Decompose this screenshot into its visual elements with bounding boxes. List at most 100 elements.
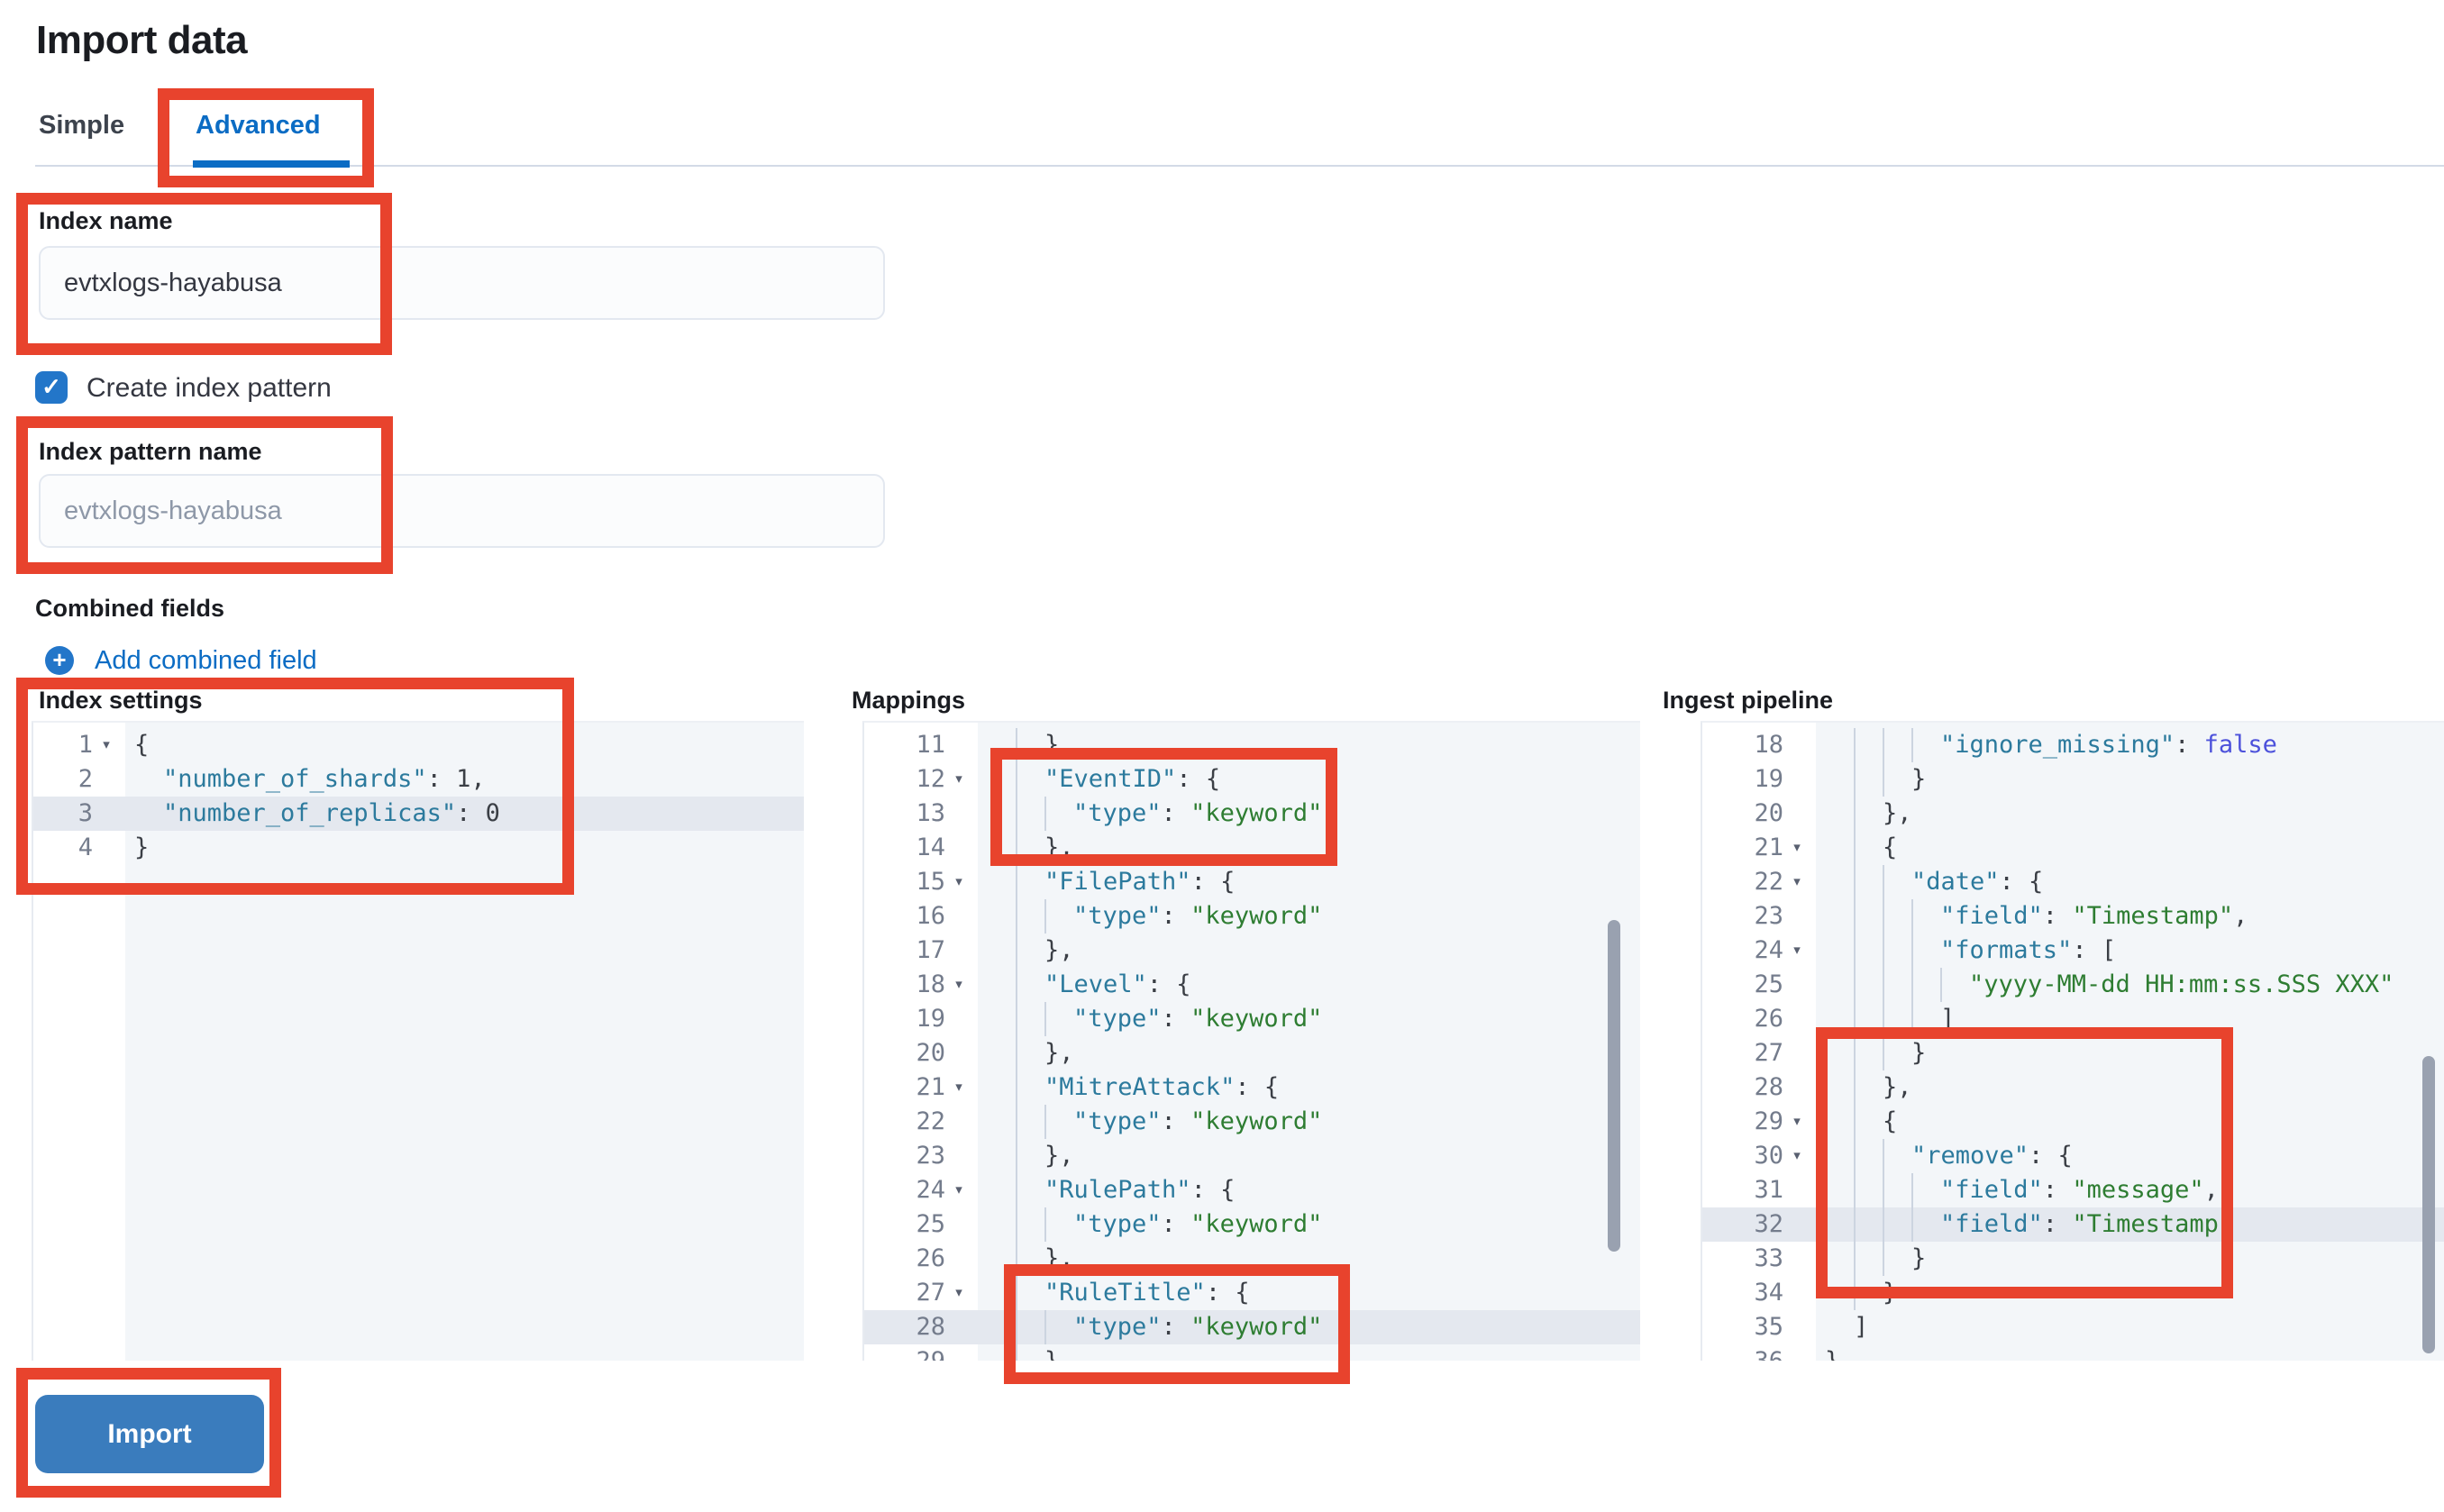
code-text: "number_of_replicas": 0 (120, 797, 804, 831)
code-line: 18▾"Level": { (864, 968, 1640, 1002)
indent-space (134, 797, 163, 831)
indent-guide (1854, 934, 1883, 968)
line-number: 24 (1754, 936, 1783, 964)
indent-guide (1016, 831, 1044, 865)
indent-guide (1016, 1173, 1044, 1207)
code-text: { (134, 731, 150, 759)
code-text: "field": "Timestamp", (1810, 899, 2444, 934)
fold-arrow-icon[interactable]: ▾ (1793, 840, 1801, 855)
code-line: 1▾{ (33, 728, 804, 762)
fold-gutter (945, 797, 972, 831)
code-text: }, (972, 934, 1640, 968)
indent-space (987, 1002, 1016, 1036)
fold-arrow-icon[interactable]: ▾ (955, 977, 962, 992)
fold-arrow-icon[interactable]: ▾ (955, 1285, 962, 1300)
fold-arrow-icon[interactable]: ▾ (955, 874, 962, 889)
fold-gutter (945, 1344, 972, 1361)
line-number: 36 (1702, 1344, 1783, 1361)
code-text: }, (972, 1344, 1640, 1361)
create-index-pattern-checkbox[interactable]: ✓ (35, 371, 68, 404)
indent-guide (1883, 968, 1911, 1002)
tab-advanced[interactable]: Advanced (196, 111, 321, 140)
code-line: 24▾"RulePath": { (864, 1173, 1640, 1207)
code-text: } (1810, 762, 2444, 797)
indent-guide (1016, 1242, 1044, 1276)
line-number: 29 (1754, 1107, 1783, 1135)
fold-gutter (1783, 1036, 1810, 1070)
line-number: 23 (916, 1142, 945, 1170)
fold-arrow-icon[interactable]: ▾ (955, 1182, 962, 1198)
indent-guide (1016, 1105, 1044, 1139)
indent-guide (1044, 797, 1073, 831)
line-number: 24 (916, 1176, 945, 1204)
indent-guide (1854, 1242, 1883, 1276)
indent-space (987, 1344, 1016, 1361)
fold-arrow-icon[interactable]: ▾ (955, 771, 962, 787)
fold-arrow-icon[interactable]: ▾ (103, 737, 110, 752)
indent-guide (1911, 899, 1940, 934)
indent-space (987, 1207, 1016, 1242)
tab-simple[interactable]: Simple (39, 111, 125, 140)
indent-space (987, 831, 1016, 865)
fold-gutter (1783, 899, 1810, 934)
indent-guide (1883, 1173, 1911, 1207)
mappings-editor[interactable]: 11},12▾"EventID": {13"type": "keyword"14… (862, 721, 1640, 1361)
indent-guide (1044, 1002, 1073, 1036)
line-number: 14 (916, 833, 945, 861)
line-number: 22 (916, 1107, 945, 1135)
indent-guide (1854, 1139, 1883, 1173)
fold-arrow-icon[interactable]: ▾ (1793, 1114, 1801, 1129)
vertical-scrollbar-thumb[interactable] (1608, 920, 1620, 1252)
code-text: "FilePath": { (972, 865, 1640, 899)
fold-arrow-icon[interactable]: ▾ (955, 1079, 962, 1095)
editor-content-background (1816, 723, 2444, 1361)
line-number: 11 (916, 731, 945, 759)
code-line: 13"type": "keyword" (864, 797, 1640, 831)
fold-gutter (1783, 797, 1810, 831)
index-pattern-name-input[interactable] (39, 474, 885, 548)
fold-arrow-icon[interactable]: ▾ (1793, 943, 1801, 958)
line-number: 26 (1754, 1005, 1783, 1033)
indent-guide (1854, 1276, 1883, 1310)
indent-guide (1911, 934, 1940, 968)
indent-guide (1016, 797, 1044, 831)
add-combined-field-label: Add combined field (95, 646, 317, 675)
line-number: 4 (78, 833, 93, 861)
code-text: }, (972, 1036, 1640, 1070)
fold-gutter (1783, 728, 1810, 762)
line-number: 13 (916, 799, 945, 827)
fold-gutter (945, 1105, 972, 1139)
code-text: }, (972, 1139, 1640, 1173)
code-line: 33} (1702, 1242, 2444, 1276)
fold-arrow-icon[interactable]: ▾ (1793, 1148, 1801, 1163)
code-text: { (1810, 1105, 2444, 1139)
index-name-input[interactable] (39, 246, 885, 320)
code-text: "type": "keyword" (972, 1310, 1640, 1344)
code-line: 15▾"FilePath": { (864, 865, 1640, 899)
indent-space (1825, 762, 1854, 797)
code-line: 27▾"RuleTitle": { (864, 1276, 1640, 1310)
indent-guide (1044, 1105, 1073, 1139)
line-number: 26 (916, 1244, 945, 1272)
code-rows: 11},12▾"EventID": {13"type": "keyword"14… (864, 723, 1640, 1361)
code-line: 28}, (1702, 1070, 2444, 1105)
fold-gutter (945, 1002, 972, 1036)
indent-guide (1854, 762, 1883, 797)
line-number: 17 (916, 936, 945, 964)
line-number: 35 (1754, 1313, 1783, 1341)
index-settings-editor[interactable]: 1▾{2"number_of_shards": 1,3"number_of_re… (32, 721, 804, 1361)
code-line: 29}, (864, 1344, 1640, 1361)
code-text: ] (1810, 1002, 2444, 1036)
import-button[interactable]: Import (35, 1395, 264, 1473)
fold-gutter (1783, 1276, 1810, 1310)
fold-arrow-icon[interactable]: ▾ (1793, 874, 1801, 889)
code-text: "yyyy-MM-dd HH:mm:ss.SSS XXX" (1810, 968, 2444, 1002)
tabs-divider (35, 165, 2444, 167)
vertical-scrollbar-thumb[interactable] (2422, 1056, 2435, 1353)
indent-guide (1911, 968, 1940, 1002)
indent-space (987, 968, 1016, 1002)
indent-guide (1016, 1310, 1044, 1344)
code-text: "type": "keyword" (972, 1105, 1640, 1139)
indent-guide (1911, 1002, 1940, 1036)
